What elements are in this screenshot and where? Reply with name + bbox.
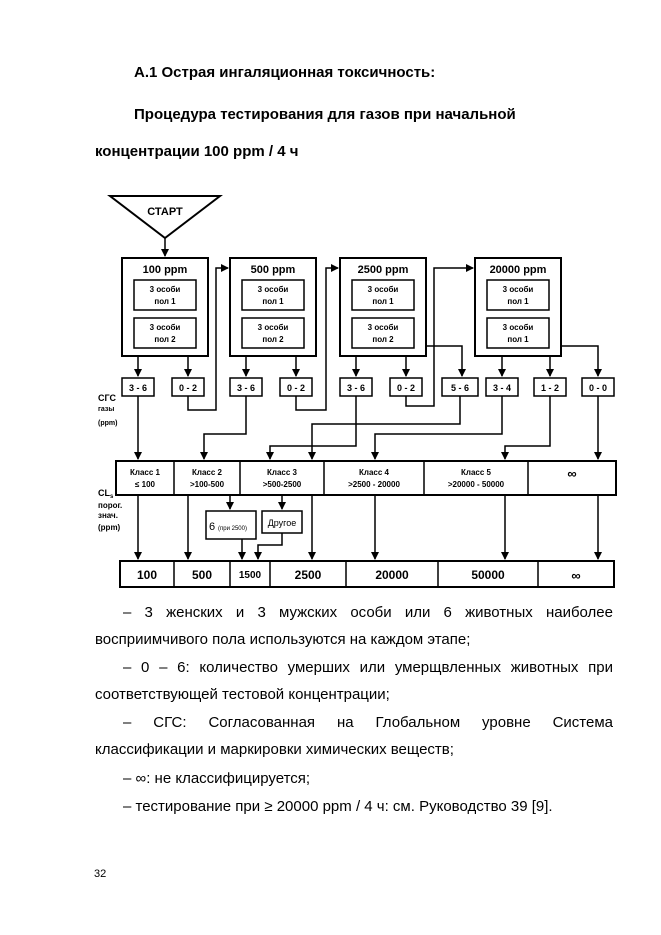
page-number: 32 [94,868,107,880]
svg-text:3 особи: 3 особи [503,285,534,294]
testing-flowchart: СТАРТ 100 ppm 3 особи пол 1 3 особи пол … [98,195,617,588]
svg-text:>20000 - 50000: >20000 - 50000 [448,480,505,489]
outcome-label: 0 - 0 [589,383,607,393]
svg-text:пол 1: пол 1 [507,297,529,306]
concentration-box-100: 100 ppm 3 особи пол 1 3 особи пол 2 [121,257,209,357]
start-triangle [107,195,223,240]
svg-text:пол 1: пол 1 [154,297,176,306]
start-label: СТАРТ [147,206,183,218]
svg-text:(при 2500): (при 2500) [218,526,247,532]
svg-text:газы: газы [98,406,114,413]
ghs-class-row: Класс 1 ≤ 100 Класс 2 >100-500 Класс 3 >… [115,460,617,496]
svg-text:>500-2500: >500-2500 [263,480,302,489]
svg-text:пол 2: пол 2 [262,335,284,344]
svg-text:3 особи: 3 особи [503,323,534,332]
svg-text:знач.: знач. [98,511,118,520]
concentration-box-500: 500 ppm 3 особи пол 1 3 особи пол 2 [229,257,317,357]
limit-2500: 2500 [295,568,322,582]
mid-box-6: 6 (при 2500) [205,510,257,540]
outcome-label: 0 - 2 [287,383,305,393]
svg-text:пол 2: пол 2 [372,335,394,344]
limit-50000: 50000 [471,568,505,582]
svg-text:порог.: порог. [98,501,122,510]
class-1: Класс 1 [130,468,161,477]
class-5: Класс 5 [461,468,492,477]
outcome-label: 3 - 4 [493,383,511,393]
note-testing-limit: – тестирование при ≥ 20000 ppm / 4 ч: см… [123,798,553,815]
limit-infinity: ∞ [571,568,580,583]
class-2: Класс 2 [192,468,223,477]
concentration-box-2500: 2500 ppm 3 особи пол 1 3 особи пол 2 [339,257,427,357]
concentration-label: 500 ppm [251,264,296,276]
limit-value-row: 100 500 1500 2500 20000 50000 ∞ [119,560,615,588]
svg-text:>100-500: >100-500 [190,480,225,489]
svg-text:3 особи: 3 особи [368,323,399,332]
outcome-label: 3 - 6 [129,383,147,393]
concentration-box-20000: 20000 ppm 3 особи пол 1 3 особи пол 1 [474,257,562,357]
outcome-row: 3 - 6 0 - 2 3 - 6 0 - 2 3 - 6 0 - 2 5 - … [121,377,615,397]
outcome-label: 0 - 2 [397,383,415,393]
concentration-label: 2500 ppm [358,264,409,276]
outcome-label: 1 - 2 [541,383,559,393]
svg-text:(ppm): (ppm) [98,420,117,427]
note-infinity: – ∞: не классифицируется; [123,770,311,787]
ghs-label: СГС [98,393,116,403]
svg-text:3 особи: 3 особи [150,323,181,332]
note-animals: – 3 женских и 3 мужских особи или 6 живо… [95,604,613,648]
diagram-title-cont: концентрации 100 ppm / 4 ч [95,143,299,160]
section-title: А.1 Острая ингаляционная токсичность: [134,64,436,81]
class-4: Класс 4 [359,468,390,477]
mid-box-other: Другое [261,510,303,534]
limit-20000: 20000 [375,568,409,582]
outcome-label: 5 - 6 [451,383,469,393]
svg-text:3 особи: 3 особи [258,285,289,294]
cl-label: CLs [98,488,114,500]
outcome-label: 3 - 6 [347,383,365,393]
concentration-label: 100 ppm [143,264,188,276]
limit-1500: 1500 [239,570,262,581]
svg-text:≤ 100: ≤ 100 [135,480,156,489]
note-deaths: – 0 – 6: количество умерших или умерщвле… [95,659,613,703]
svg-text:3 особи: 3 особи [150,285,181,294]
svg-text:(ppm): (ppm) [98,523,121,532]
svg-text:пол 1: пол 1 [262,297,284,306]
svg-text:3 особи: 3 особи [368,285,399,294]
limit-500: 500 [192,568,212,582]
diagram-title: Процедура тестирования для газов при нач… [134,106,516,123]
limit-100: 100 [137,568,157,582]
concentration-label: 20000 ppm [490,264,547,276]
class-unclassified: ∞ [567,466,576,481]
svg-text:6: 6 [209,521,215,533]
outcome-label: 3 - 6 [237,383,255,393]
class-3: Класс 3 [267,468,298,477]
outcome-label: 0 - 2 [179,383,197,393]
note-ghs: – СГС: Согласованная на Глобальном уровн… [95,714,613,758]
svg-text:3 особи: 3 особи [258,323,289,332]
svg-text:пол 2: пол 2 [154,335,176,344]
svg-text:пол 1: пол 1 [507,335,529,344]
svg-text:Другое: Другое [268,518,297,528]
svg-text:>2500 - 20000: >2500 - 20000 [348,480,400,489]
svg-text:пол 1: пол 1 [372,297,394,306]
